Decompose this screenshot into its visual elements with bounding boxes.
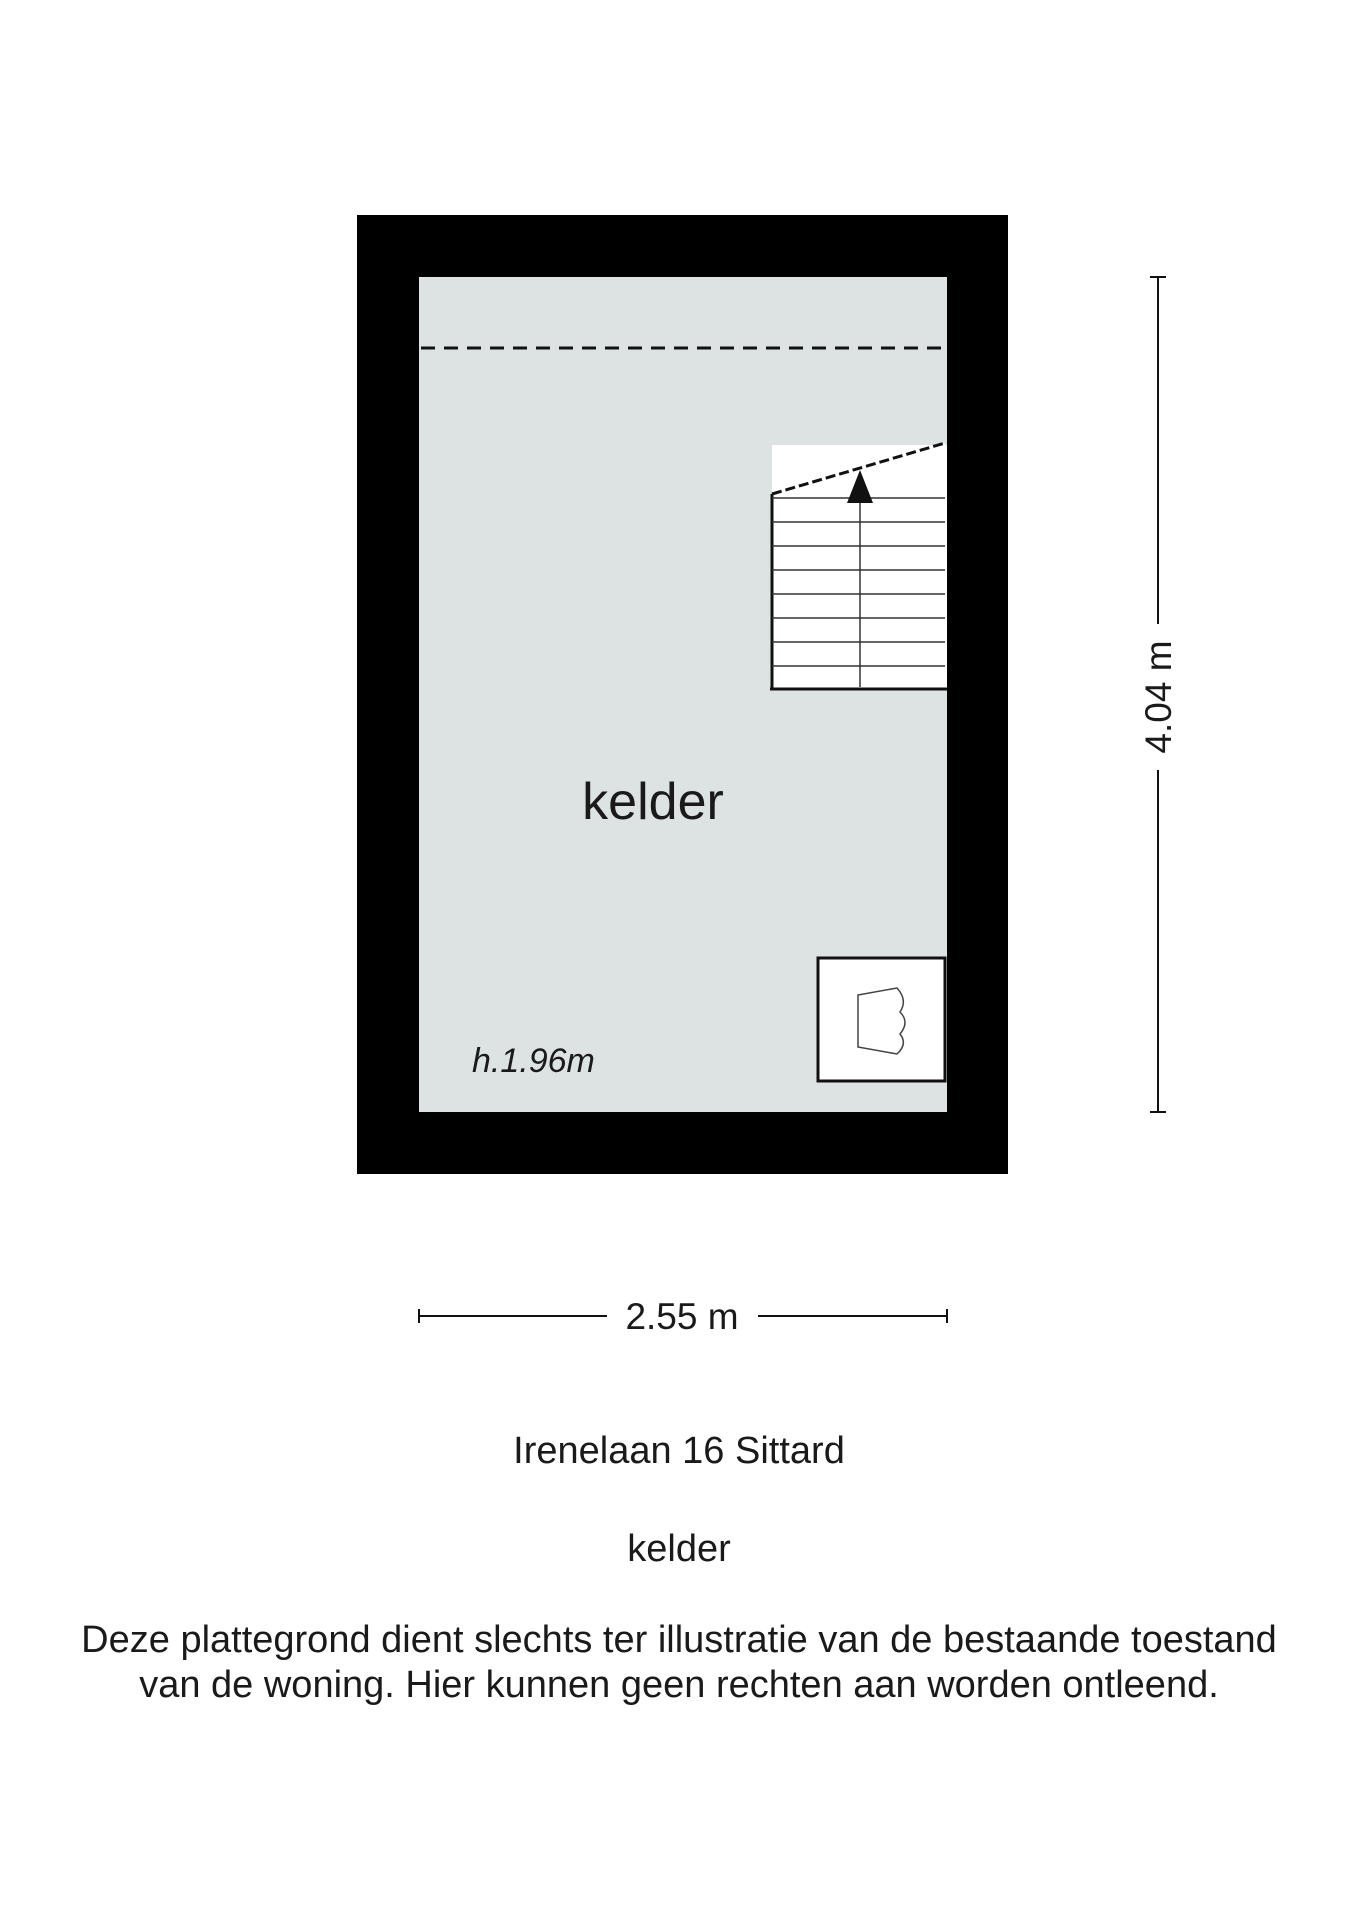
disclaimer: Deze plattegrond dient slechts ter illus… <box>0 1618 1358 1708</box>
cabinet-box <box>816 956 947 1083</box>
disclaimer-line-1: Deze plattegrond dient slechts ter illus… <box>81 1619 1277 1661</box>
staircase-top-edge <box>771 441 946 496</box>
address-label: Irenelaan 16 Sittard <box>513 1430 845 1472</box>
staircase <box>770 441 947 691</box>
room-label: kelder <box>582 773 724 831</box>
floor-name-label: kelder <box>627 1528 731 1570</box>
vertical-dimension: 4.04 m <box>1138 276 1179 1113</box>
ceiling-height-label: h.1.96m <box>472 1042 595 1080</box>
cabinet-fixture <box>816 956 947 1083</box>
cabinet-door-swing-icon <box>857 987 906 1055</box>
horizontal-dimension-label: 2.55 m <box>625 1296 738 1337</box>
vertical-dimension-label: 4.04 m <box>1138 640 1179 753</box>
horizontal-dimension: 2.55 m <box>418 1296 948 1337</box>
stair-direction-arrow-icon <box>847 470 873 503</box>
disclaimer-line-2: van de woning. Hier kunnen geen rechten … <box>139 1664 1219 1706</box>
